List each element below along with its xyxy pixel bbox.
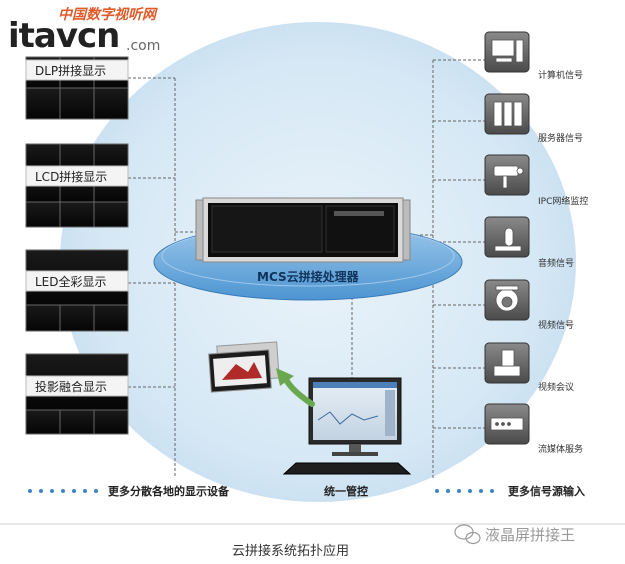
logo-cn: 中国数字视听网	[58, 7, 156, 23]
caption: 云拼接系统拓扑应用	[232, 544, 350, 559]
rack-server-icon	[195, 197, 411, 263]
source-label-conference: 视频会议	[538, 383, 575, 393]
source-label-video: 视频信号	[538, 321, 575, 331]
logo-domain: .com	[126, 38, 161, 54]
source-label-ipc: IPC网络监控	[538, 197, 589, 207]
source-label-audio: 音频信号	[538, 259, 575, 269]
source-label-computer: 计算机信号	[538, 71, 584, 81]
source-label-streaming: 流媒体服务	[538, 445, 584, 455]
display-label-led: LED全彩显示	[35, 275, 107, 289]
logo-en: itavcn	[8, 16, 120, 56]
source-label-server: 服务器信号	[538, 134, 584, 144]
bottom-left-label: 更多分散各地的显示设备	[108, 485, 229, 498]
control-workstation-icon	[282, 377, 412, 475]
display-label-dlp: DLP拼接显示	[35, 64, 107, 78]
preview-screens-icon	[208, 341, 280, 393]
bottom-center-label: 统一管控	[324, 485, 368, 498]
bottom-right-label: 更多信号源输入	[508, 485, 585, 498]
processor-label: MCS云拼接处理器	[257, 270, 359, 284]
right-dots	[435, 489, 494, 493]
watermark: 液晶屏拼接王	[485, 526, 576, 544]
left-dots	[28, 489, 98, 493]
display-label-projector: 投影融合显示	[35, 380, 108, 394]
wechat-watermark-icon	[454, 524, 481, 545]
display-label-lcd: LCD拼接显示	[35, 170, 108, 184]
